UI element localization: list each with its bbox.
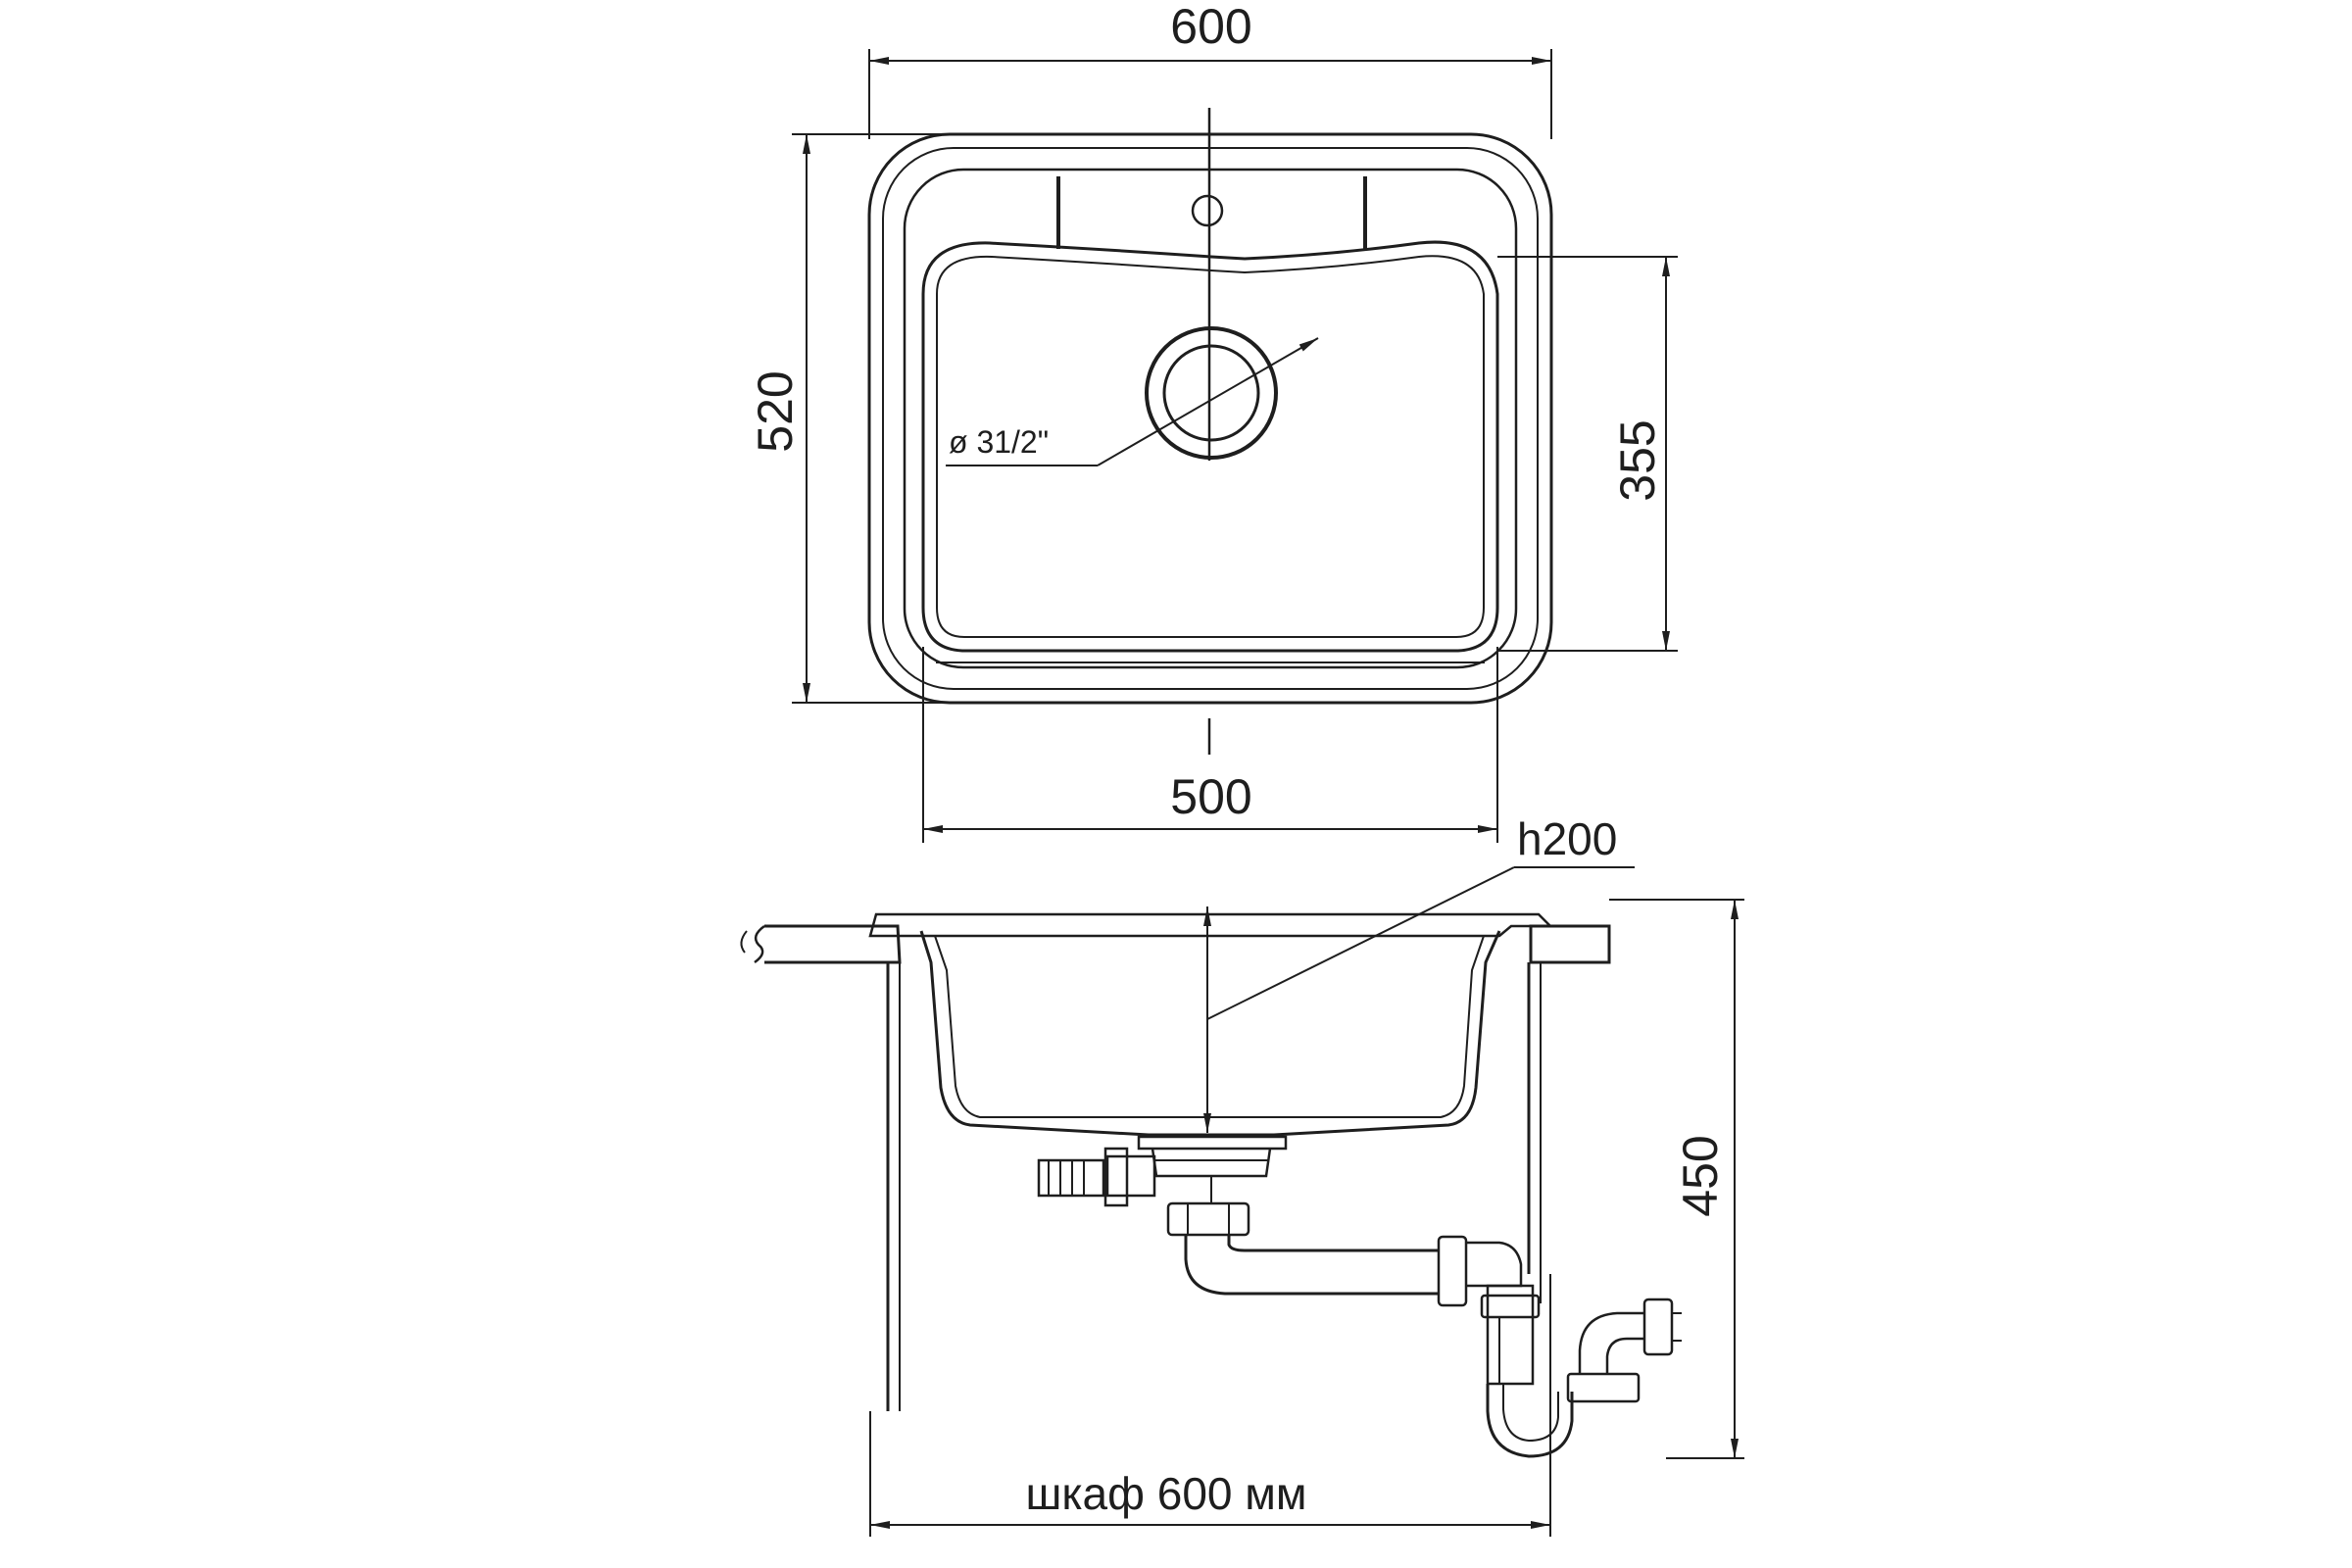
top-view-dimensions bbox=[792, 49, 1678, 843]
countertop-right bbox=[1529, 924, 1611, 964]
sink-bowl-profile bbox=[919, 930, 1501, 1137]
overflow-connector bbox=[1105, 1154, 1156, 1198]
countertop-left bbox=[764, 924, 902, 964]
dim-depth-label: 520 bbox=[748, 370, 803, 452]
drain-pipe bbox=[1184, 1235, 1439, 1296]
bowl-height-leader bbox=[1206, 866, 1515, 1020]
side-view-dimensions bbox=[869, 866, 1744, 1537]
bowl-outline bbox=[921, 240, 1499, 653]
outlet-nut bbox=[1642, 1298, 1674, 1356]
dim-bowl-depth-label: 355 bbox=[1610, 419, 1665, 501]
outlet-elbow bbox=[1578, 1311, 1644, 1374]
bowl-inner-line bbox=[936, 255, 1485, 638]
drain-inner-ring bbox=[1162, 344, 1260, 442]
dim-bowl-width-label: 500 bbox=[1170, 769, 1251, 824]
countertop-break bbox=[754, 924, 765, 964]
drain-diameter-label: ø 31/2" bbox=[949, 424, 1049, 460]
drain-nut bbox=[1166, 1201, 1250, 1237]
trap-body bbox=[1486, 1284, 1535, 1386]
drain-leader bbox=[1097, 337, 1319, 466]
bottle-trap bbox=[1486, 1384, 1574, 1458]
dim-bowl-height-label: h200 bbox=[1517, 813, 1617, 864]
faucet-hole bbox=[1191, 194, 1224, 227]
dim-cabinet-label: шкаф 600 мм bbox=[1025, 1468, 1306, 1519]
dim-total-height-label: 450 bbox=[1673, 1135, 1728, 1216]
dim-width-label: 600 bbox=[1170, 0, 1251, 54]
pipe-union-nut bbox=[1437, 1235, 1468, 1307]
sink-side-view bbox=[740, 912, 1682, 1458]
sink-bowl-inner bbox=[934, 935, 1485, 1118]
sink-rim-flange bbox=[868, 912, 1554, 938]
drain-outer-ring bbox=[1145, 326, 1278, 460]
drain-strainer bbox=[1137, 1135, 1288, 1151]
